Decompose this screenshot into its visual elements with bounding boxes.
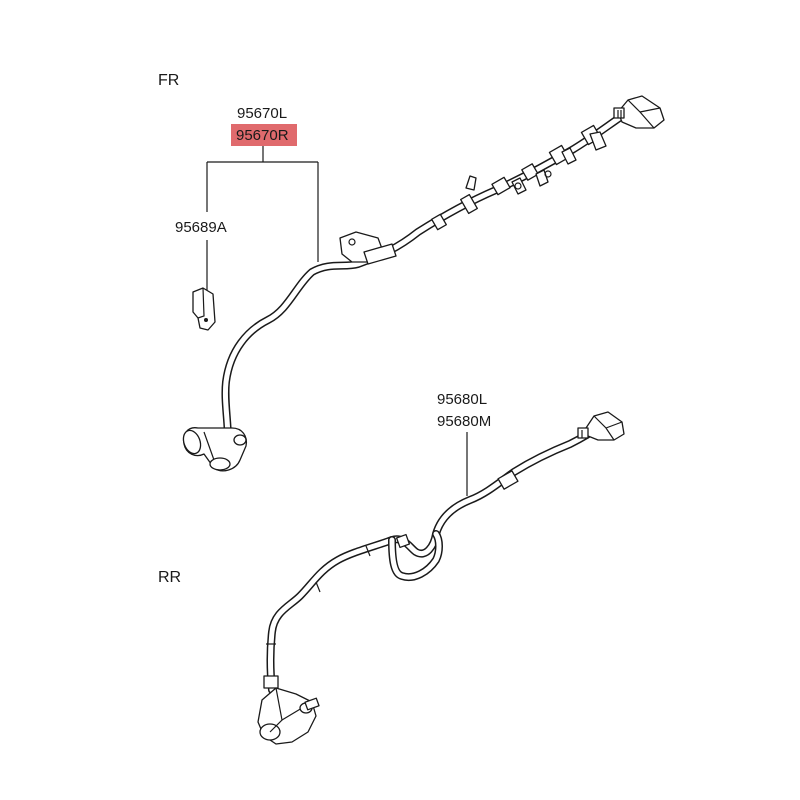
rear-sensor-head[interactable] xyxy=(257,687,320,745)
front-connector[interactable] xyxy=(613,95,665,129)
rear-part-left-label[interactable]: 95680L xyxy=(437,391,487,408)
bracket-label[interactable]: 95689A xyxy=(175,219,227,236)
front-part-left-label[interactable]: 95670L xyxy=(237,105,287,122)
front-sensor-head[interactable] xyxy=(180,427,248,472)
front-cable-clips xyxy=(431,124,607,231)
front-part-highlight xyxy=(231,124,297,146)
front-leader-lines xyxy=(206,146,319,290)
rear-cable-grommets xyxy=(263,470,519,689)
rear-part-right-label[interactable]: 95680M xyxy=(437,413,491,430)
bracket-part[interactable] xyxy=(192,287,216,331)
front-part-right-label[interactable]: 95670R xyxy=(236,127,289,144)
rear-connector[interactable] xyxy=(577,411,625,441)
rear-sensor-cable[interactable] xyxy=(266,422,604,694)
front-section-label: FR xyxy=(158,72,179,89)
front-cable-mount-bracket xyxy=(339,231,397,265)
rear-section-label: RR xyxy=(158,569,181,586)
rear-cable-loop xyxy=(388,530,443,581)
